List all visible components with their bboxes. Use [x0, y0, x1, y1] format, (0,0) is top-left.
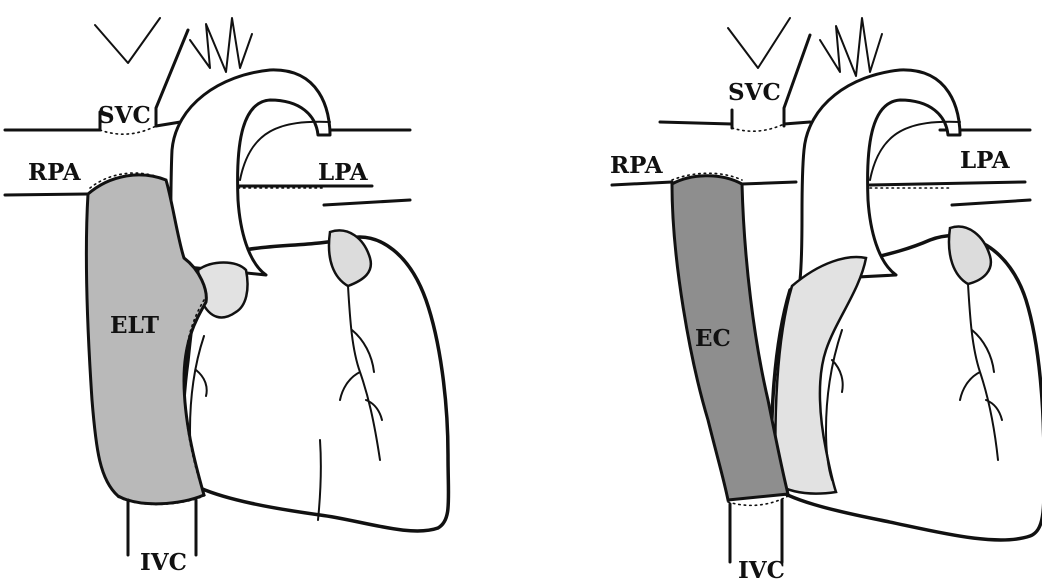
label-svc: SVC [98, 102, 151, 129]
rpa-upper-edge [660, 122, 810, 124]
panel-lateral-tunnel: SVC RPA LPA ELT IVC [5, 18, 449, 576]
rpa-lower-edge [612, 182, 672, 185]
label-conduit: EC [695, 325, 731, 352]
label-rpa: RPA [28, 159, 82, 186]
label-rpa: RPA [610, 152, 664, 179]
rpa-lower-edge [5, 194, 88, 195]
svc-anastomosis [732, 124, 784, 131]
label-svc: SVC [728, 79, 781, 106]
svc-tributaries [95, 18, 160, 63]
label-lpa: LPA [960, 147, 1011, 174]
label-conduit: ELT [110, 312, 159, 339]
ivc-outline [128, 500, 196, 555]
ivc-outline [730, 500, 782, 562]
label-ivc: IVC [738, 557, 785, 581]
panel-extracardiac-conduit: SVC RPA LPA EC IVC [610, 18, 1042, 581]
arch-branches [820, 18, 882, 76]
svc-tributaries [728, 18, 790, 68]
arch-branches [190, 18, 252, 72]
label-ivc: IVC [140, 549, 187, 576]
label-lpa: LPA [318, 159, 369, 186]
